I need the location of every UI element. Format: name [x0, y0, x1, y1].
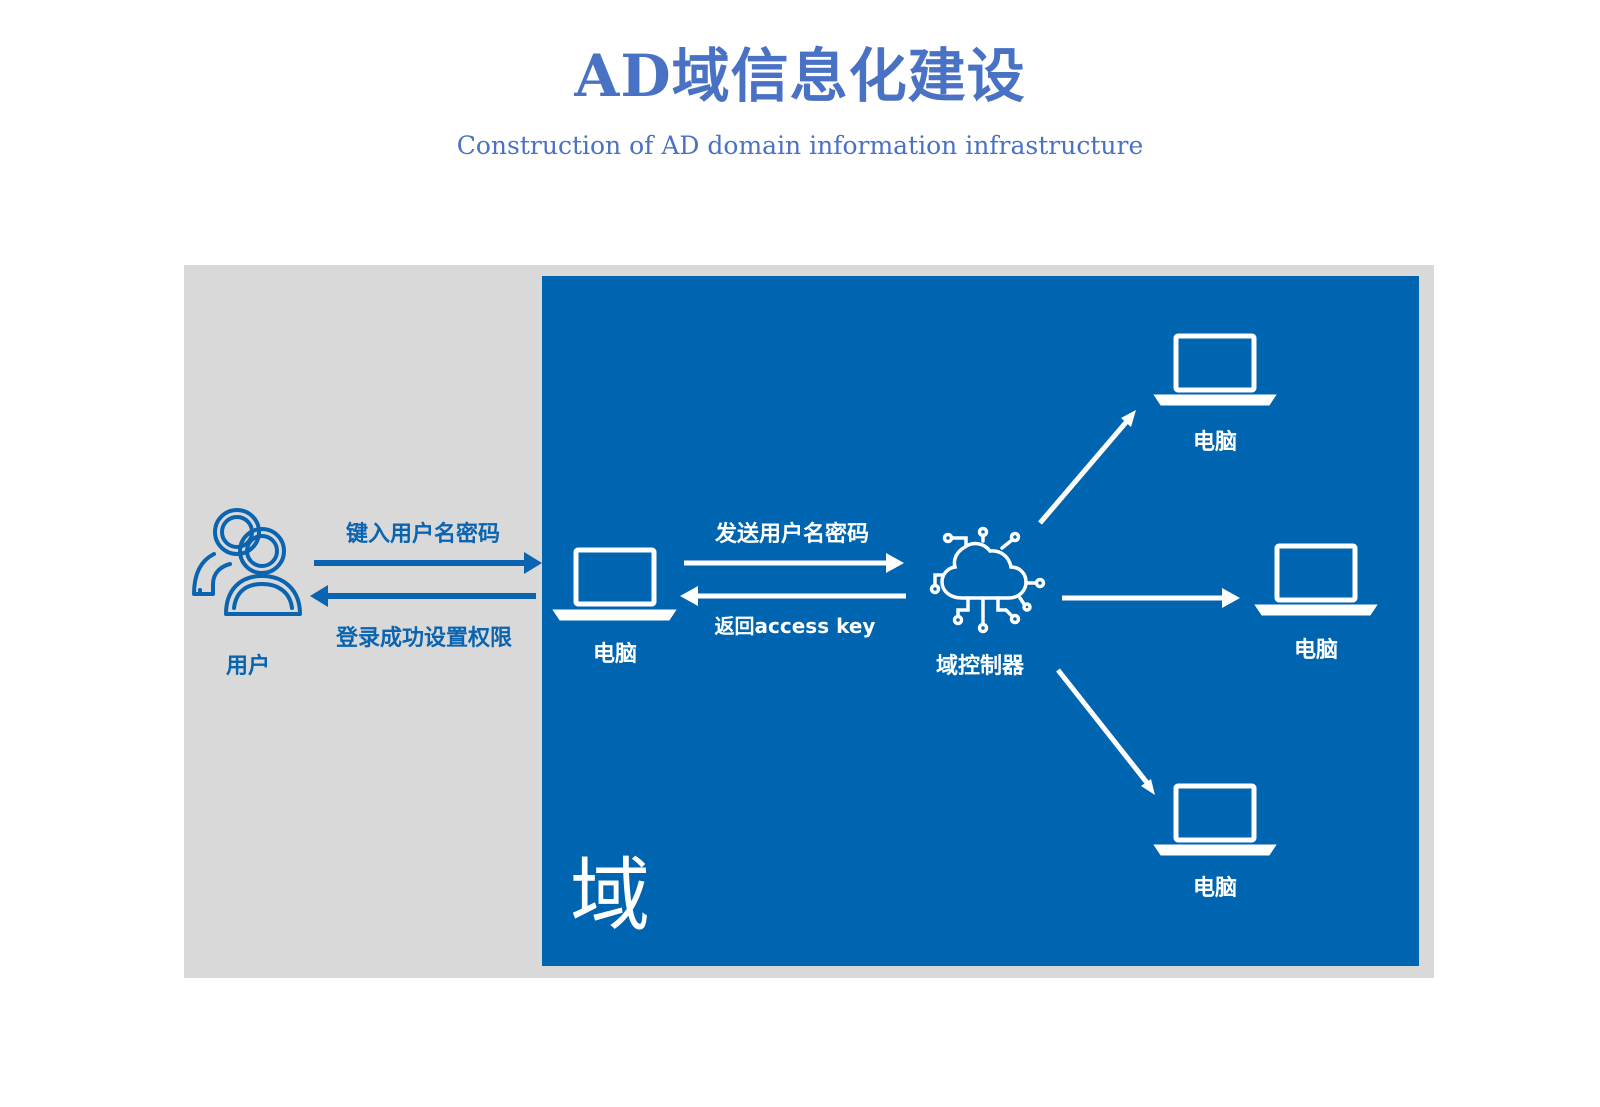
- cloud-network-icon: [929, 526, 1046, 634]
- edge-label-enter-credentials: 键入用户名密码: [345, 522, 500, 547]
- domain-label: 域: [570, 849, 650, 942]
- laptop-icon: [1153, 333, 1277, 406]
- domain-panel: [542, 276, 1419, 966]
- edge-label-send-credentials: 发送用户名密码: [714, 522, 869, 547]
- arrow-login-success: [310, 585, 536, 607]
- node-label-client-pc: 电脑: [592, 642, 637, 667]
- arrow-enter-credentials: [314, 552, 542, 574]
- node-label-user: 用户: [225, 654, 270, 679]
- arrow-to-pc-bottom: [1056, 668, 1155, 795]
- laptop-icon: [1254, 543, 1378, 616]
- laptop-icon: [1153, 783, 1277, 856]
- page-subtitle: Construction of AD domain information in…: [456, 131, 1144, 160]
- edge-label-login-success: 登录成功设置权限: [335, 626, 512, 651]
- laptop-icon: [552, 547, 677, 621]
- arrow-send-credentials: [684, 553, 904, 573]
- node-label-pc-bottom: 电脑: [1192, 876, 1237, 901]
- user-group-icon: [192, 508, 302, 616]
- edge-label-return-key: 返回access key: [714, 614, 876, 638]
- arrow-to-pc-right: [1062, 588, 1240, 608]
- node-label-domain-controller: 域控制器: [935, 654, 1024, 679]
- node-label-pc-right: 电脑: [1293, 638, 1338, 663]
- arrow-return-key: [680, 586, 906, 606]
- arrow-to-pc-top: [1038, 410, 1136, 525]
- node-label-pc-top: 电脑: [1192, 430, 1237, 455]
- page-title: AD域信息化建设: [574, 42, 1026, 110]
